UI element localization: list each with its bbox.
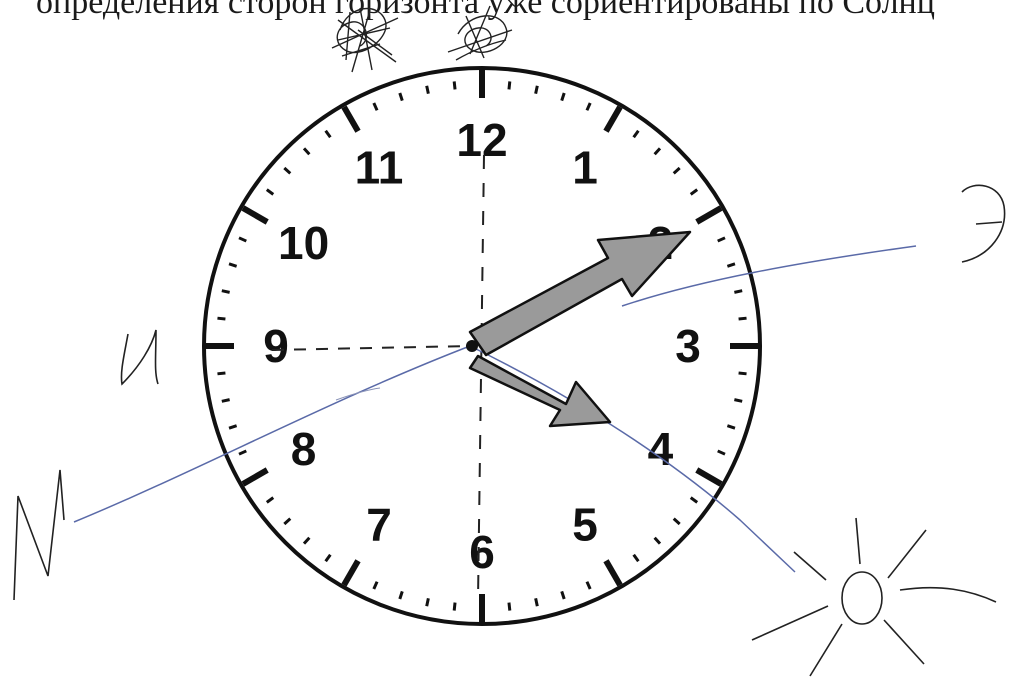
clock-center bbox=[466, 340, 478, 352]
minute-tick bbox=[217, 373, 225, 374]
clock-numeral-1: 1 bbox=[572, 142, 598, 194]
west-letter-i bbox=[121, 330, 158, 384]
sun-icon bbox=[752, 518, 996, 676]
minute-tick bbox=[427, 86, 429, 94]
minute-tick bbox=[739, 373, 747, 374]
clock-numeral-6: 6 bbox=[469, 526, 495, 578]
minute-tick bbox=[536, 598, 538, 606]
minute-tick bbox=[509, 603, 510, 611]
clock-numeral-8: 8 bbox=[291, 423, 317, 475]
scribble-icon bbox=[332, 8, 398, 72]
minute-tick bbox=[217, 318, 225, 319]
minute-tick bbox=[734, 291, 742, 293]
minute-tick bbox=[454, 81, 455, 89]
north-letter-n bbox=[14, 470, 64, 600]
clock-numeral-11: 11 bbox=[355, 142, 404, 194]
minute-tick bbox=[427, 598, 429, 606]
east-letter-e bbox=[962, 185, 1005, 262]
minute-tick bbox=[739, 318, 747, 319]
scribble-icon bbox=[448, 6, 512, 60]
minute-tick bbox=[222, 291, 230, 293]
minute-tick bbox=[222, 400, 230, 402]
clock-numeral-5: 5 bbox=[572, 498, 598, 550]
minute-tick bbox=[509, 81, 510, 89]
clock-numeral-7: 7 bbox=[366, 498, 392, 550]
clock-numeral-9: 9 bbox=[263, 320, 289, 372]
clock-numeral-12: 12 bbox=[456, 114, 507, 166]
minute-tick bbox=[536, 86, 538, 94]
minute-tick bbox=[454, 603, 455, 611]
clock-numeral-3: 3 bbox=[675, 320, 701, 372]
clock-numeral-10: 10 bbox=[278, 217, 329, 269]
clock-numeral-4: 4 bbox=[648, 423, 674, 475]
minute-tick bbox=[734, 400, 742, 402]
